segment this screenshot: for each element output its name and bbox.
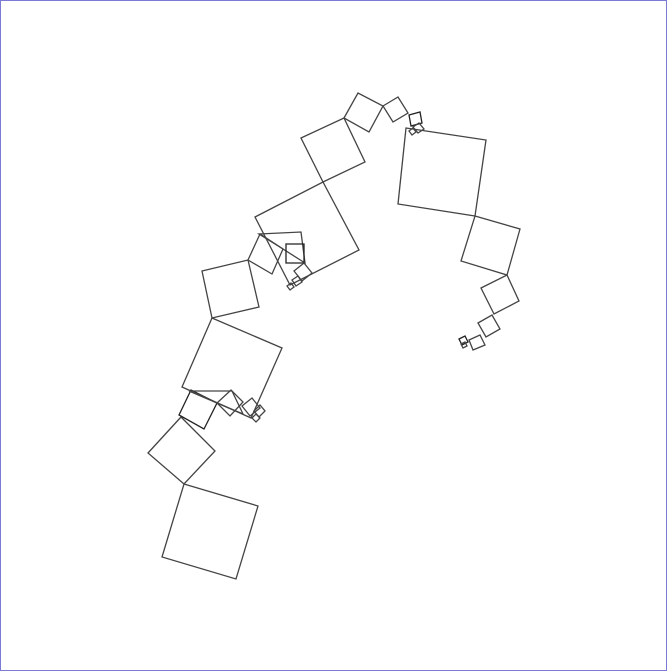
square: [412, 122, 425, 134]
square: [480, 274, 520, 315]
square: [241, 397, 261, 417]
square: [458, 335, 469, 346]
square: [254, 181, 360, 286]
square: [216, 389, 244, 417]
square: [468, 334, 486, 351]
square: [256, 231, 306, 265]
square: [161, 483, 259, 580]
square: [181, 317, 283, 419]
square: [291, 275, 303, 287]
square: [382, 96, 409, 123]
square: [460, 215, 521, 276]
square: [460, 341, 468, 349]
square: [251, 413, 261, 423]
square: [408, 111, 423, 127]
square: [300, 117, 366, 183]
square: [477, 314, 501, 338]
square: [397, 127, 487, 217]
square: [178, 389, 218, 430]
square: [147, 416, 216, 485]
square: [343, 92, 384, 133]
square: [247, 233, 284, 275]
square: [201, 259, 260, 319]
